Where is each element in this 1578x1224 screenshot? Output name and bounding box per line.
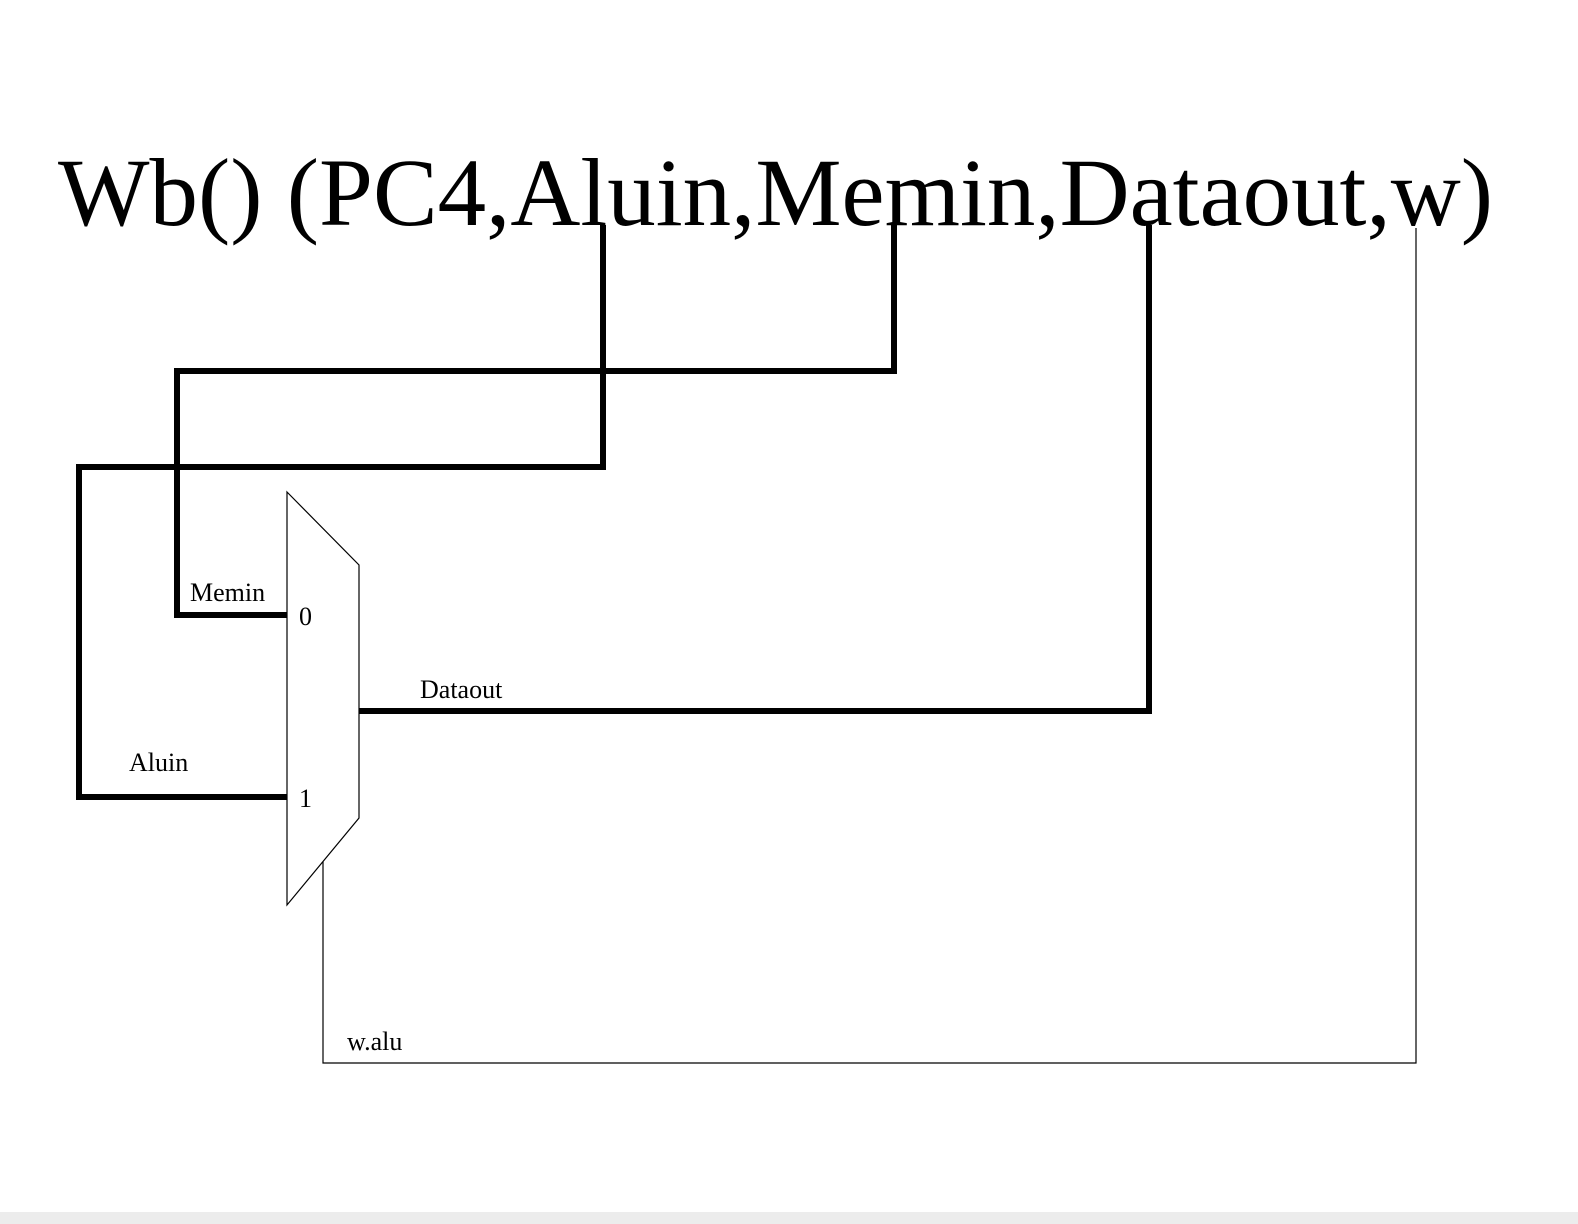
- memin-wire: [174, 225, 897, 618]
- multiplexer: [286, 490, 360, 907]
- w-alu-label: w.alu: [347, 1027, 402, 1056]
- mux-input-0-label: 0: [299, 602, 312, 631]
- dataout-label: Dataout: [420, 675, 503, 704]
- memin-label: Memin: [190, 578, 265, 607]
- mux-input-1-label: 1: [299, 784, 312, 813]
- aluin-label: Aluin: [129, 748, 188, 777]
- select-wire-w-alu: [322, 228, 1417, 1064]
- dataout-wire: [356, 225, 1152, 714]
- bottom-scroll-edge: [0, 1212, 1578, 1224]
- aluin-wire: [76, 225, 606, 800]
- function-signature-title: Wb() (PC4,Aluin,Memin,Dataout,w): [58, 139, 1493, 246]
